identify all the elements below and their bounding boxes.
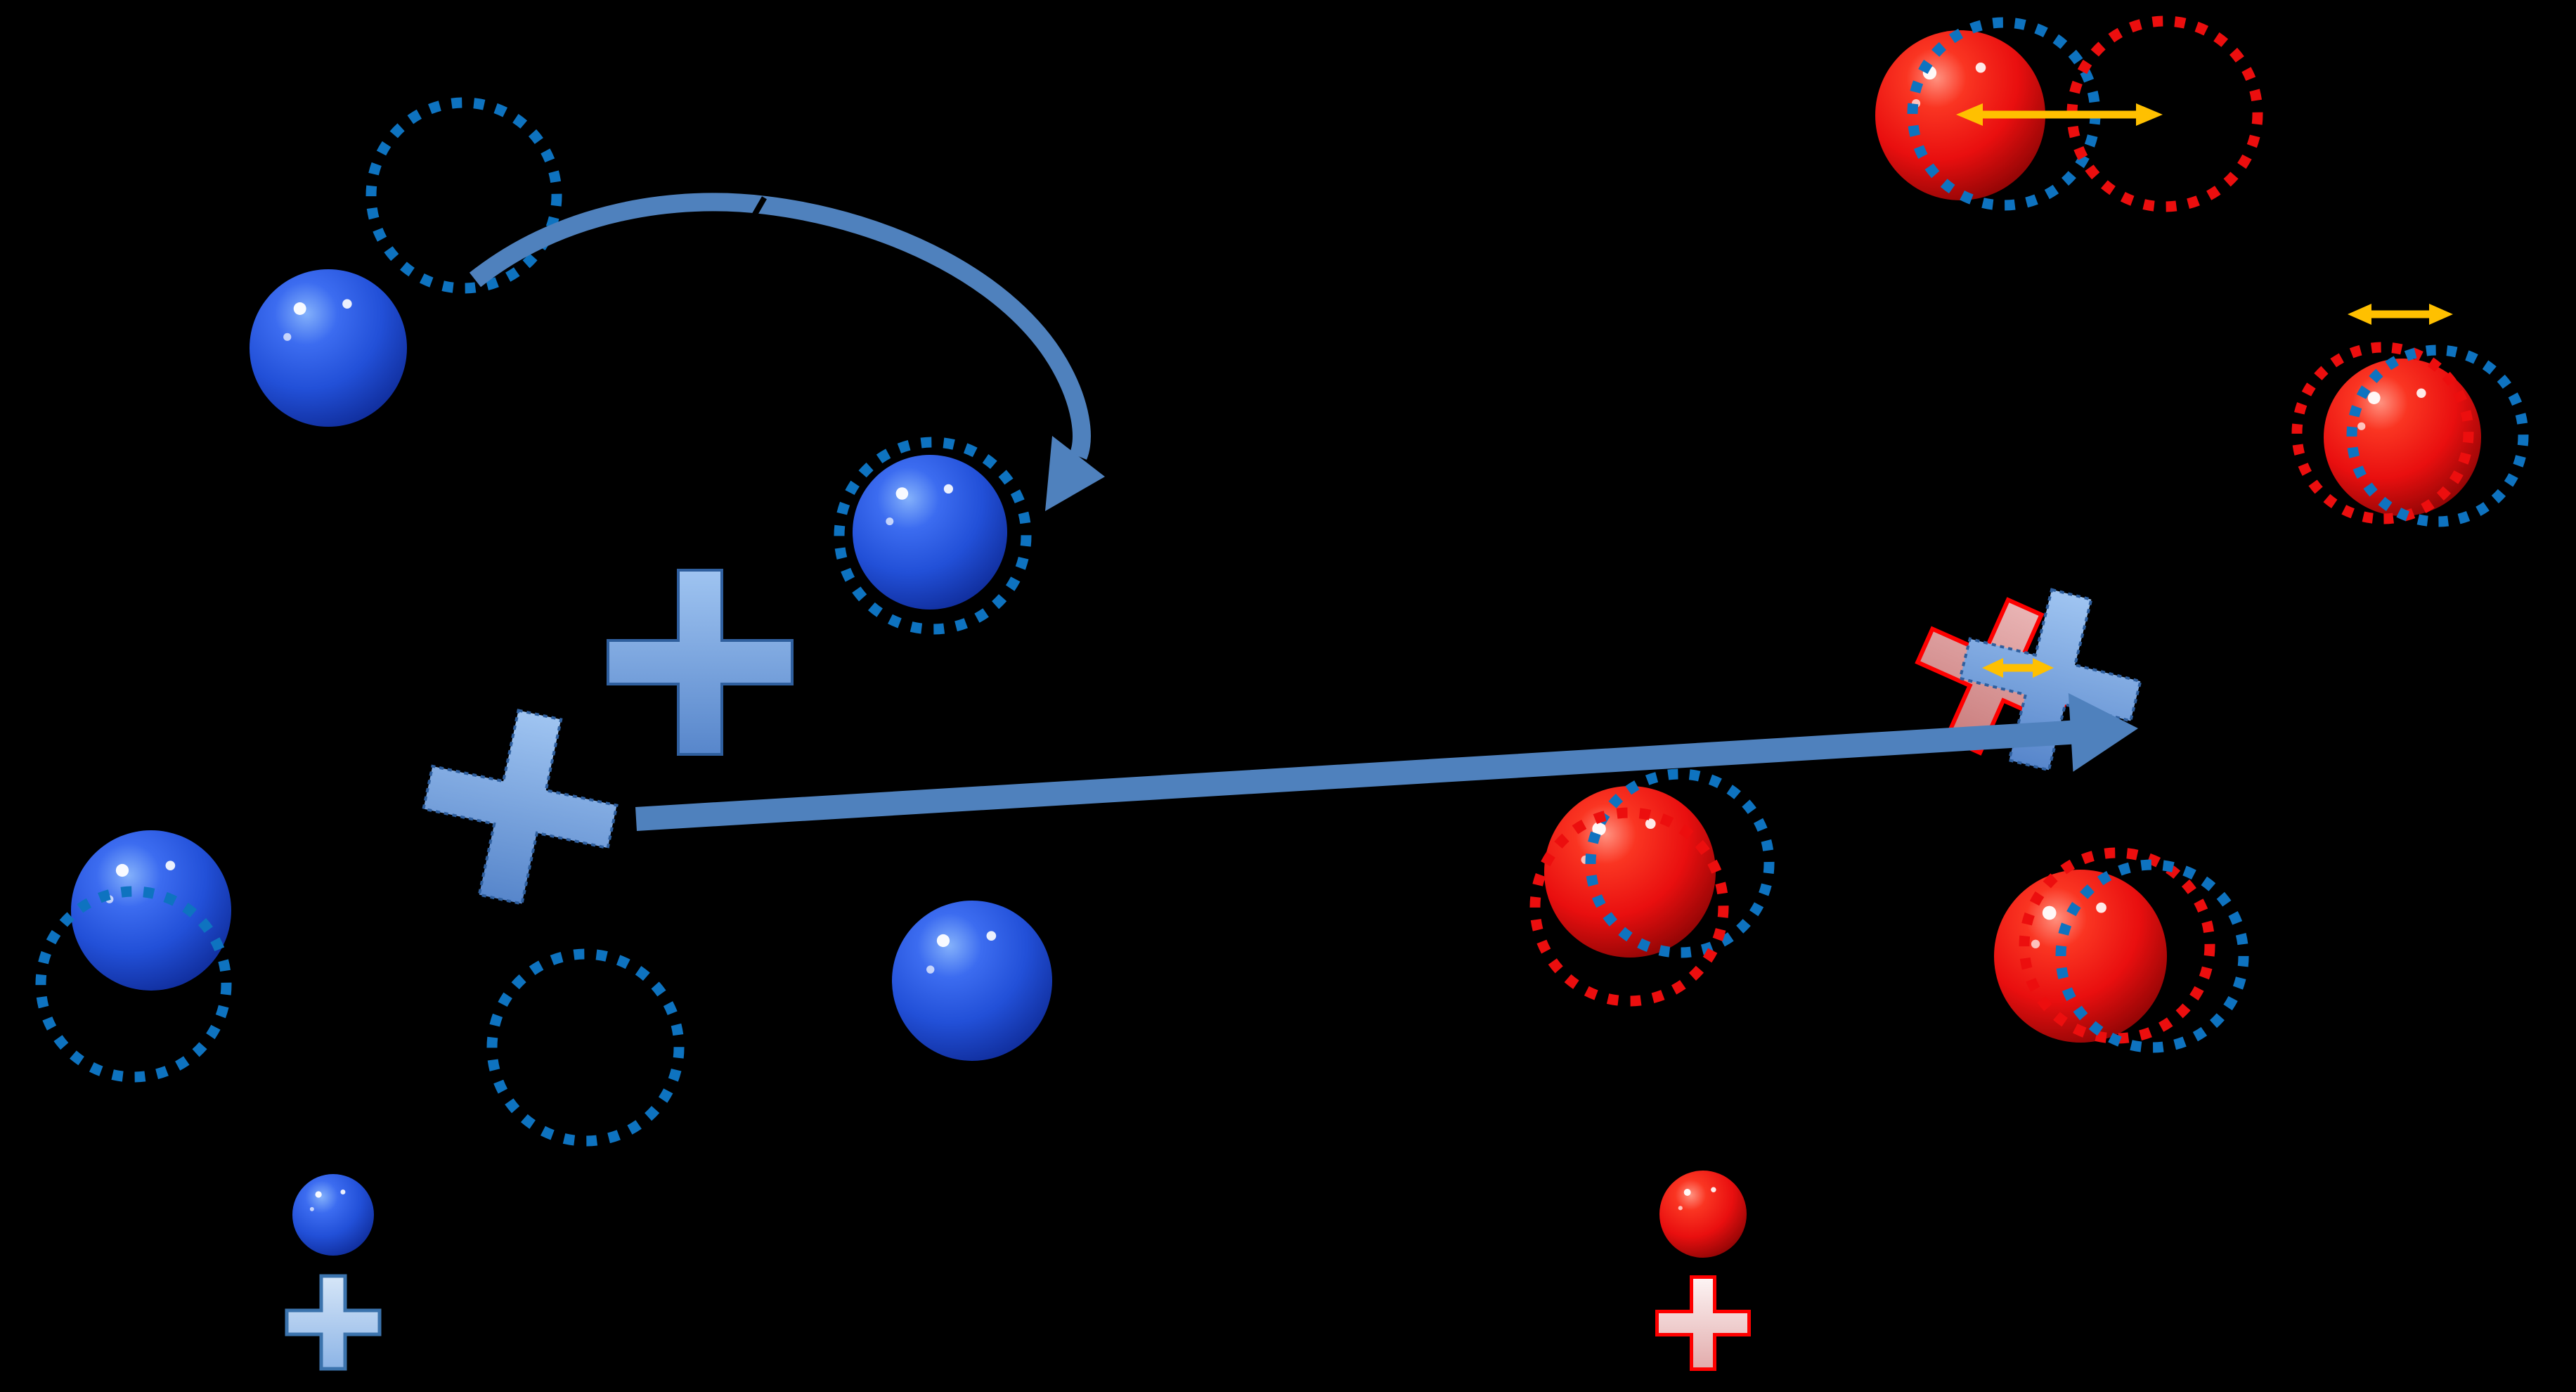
vacancy-plus-upright	[607, 569, 794, 756]
blue-atom-top-left-highlight-1	[293, 302, 306, 315]
red-atom-bottom-first-body	[1544, 786, 1716, 958]
blue-atom-bottom-middle-highlight-1	[936, 934, 950, 948]
red-atom-bottom-first	[1544, 786, 1716, 958]
site-ring-bottom-second-blue	[2055, 859, 2249, 1053]
legend-blue-atom	[292, 1174, 374, 1256]
blue-atom-top-left-highlight-2	[342, 299, 352, 309]
blue-atom-top-left-highlight-3	[283, 333, 292, 341]
displacement-arrow-on-plus	[1982, 658, 2054, 678]
red-atom-right-middle-highlight-2	[2416, 388, 2426, 399]
hop-arrow-curved-shaft	[469, 193, 1091, 460]
site-ring-bottom-left	[35, 886, 232, 1083]
blue-atom-bottom-middle-body	[892, 901, 1052, 1061]
hop-arrow-curved-head	[1045, 436, 1105, 511]
red-atom-bottom-second-highlight-3	[2031, 939, 2040, 948]
arc-tick-mark	[750, 196, 767, 220]
red-atom-bottom-first-highlight-2	[1645, 818, 1656, 830]
legend-red-atom-highlight-2	[1711, 1187, 1716, 1192]
blue-atom-bottom-left-highlight-2	[165, 861, 176, 871]
blue-atom-top-left	[250, 269, 407, 427]
blue-atom-center-highlight-1	[895, 487, 909, 500]
vacancy-plus-blue-right-shape	[1958, 588, 2142, 772]
blue-atom-bottom-left-highlight-1	[115, 863, 129, 877]
legend-blue-atom-highlight-3	[309, 1206, 314, 1211]
legend-red-plus-shape	[1655, 1275, 1751, 1371]
legend-blue-atom-highlight-2	[340, 1190, 346, 1194]
blue-atom-bottom-middle	[892, 901, 1052, 1061]
blue-atom-bottom-left-body	[71, 830, 231, 991]
legend-red-atom	[1659, 1171, 1747, 1258]
legend-blue-plus-shape	[285, 1274, 382, 1371]
site-ring-center	[834, 437, 1032, 635]
legend-red-atom-highlight-1	[1683, 1189, 1691, 1196]
vacancy-ring-top-left	[365, 97, 562, 294]
site-ring-bottom-second-red	[2019, 847, 2215, 1044]
red-atom-bottom-second-highlight-1	[2042, 906, 2057, 920]
legend-red-atom-body	[1659, 1171, 1747, 1258]
site-ring-right-middle-blue	[2346, 344, 2529, 527]
vacancy-plus-upright-shape	[607, 569, 794, 756]
blue-atom-bottom-middle-highlight-2	[986, 931, 997, 941]
red-atom-bottom-second-body	[1994, 870, 2167, 1043]
red-atom-right-middle-highlight-1	[2367, 392, 2381, 404]
legend-blue-plus	[285, 1274, 382, 1371]
vacancy-plus-tilted-shape	[422, 709, 619, 906]
site-ring-bottom-first-blue	[1585, 768, 1775, 958]
blue-atom-center-body	[853, 455, 1007, 610]
legend-red-atom-highlight-3	[1678, 1206, 1683, 1211]
blue-atom-center-highlight-3	[886, 517, 894, 526]
red-atom-right-middle-highlight-3	[2357, 422, 2366, 430]
red-atom-bottom-second-highlight-2	[2096, 902, 2106, 913]
legend-blue-atom-body	[292, 1174, 374, 1256]
legend-red-plus	[1655, 1275, 1751, 1371]
red-atom-right-middle	[2324, 359, 2481, 516]
blue-atom-bottom-middle-highlight-3	[926, 965, 935, 974]
exchange-arrow-long	[635, 692, 2138, 831]
red-atom-right-middle-body	[2324, 359, 2481, 516]
red-atom-bottom-first-highlight-1	[1592, 822, 1606, 836]
vacancy-plus-tilted	[422, 709, 619, 906]
red-atom-top-right-highlight-2	[1975, 62, 1986, 73]
displacement-arrow-right-middle	[2348, 304, 2453, 325]
legend-blue-atom-highlight-1	[315, 1191, 322, 1198]
hop-arrow-curved	[469, 193, 1105, 511]
blue-atom-center-highlight-2	[943, 484, 953, 494]
site-ring-bottom-first-red	[1529, 807, 1729, 1007]
blue-atom-center	[853, 455, 1007, 610]
site-ring-right-middle-red	[2291, 342, 2474, 524]
displacement-arrow-top-right	[1956, 103, 2163, 126]
vacancy-plus-blue-right	[1958, 588, 2142, 772]
red-atom-bottom-second	[1994, 870, 2167, 1043]
blue-atom-top-left-body	[250, 269, 407, 427]
blue-atom-bottom-left	[71, 830, 231, 991]
vacancy-ring-bottom-left	[486, 948, 685, 1147]
